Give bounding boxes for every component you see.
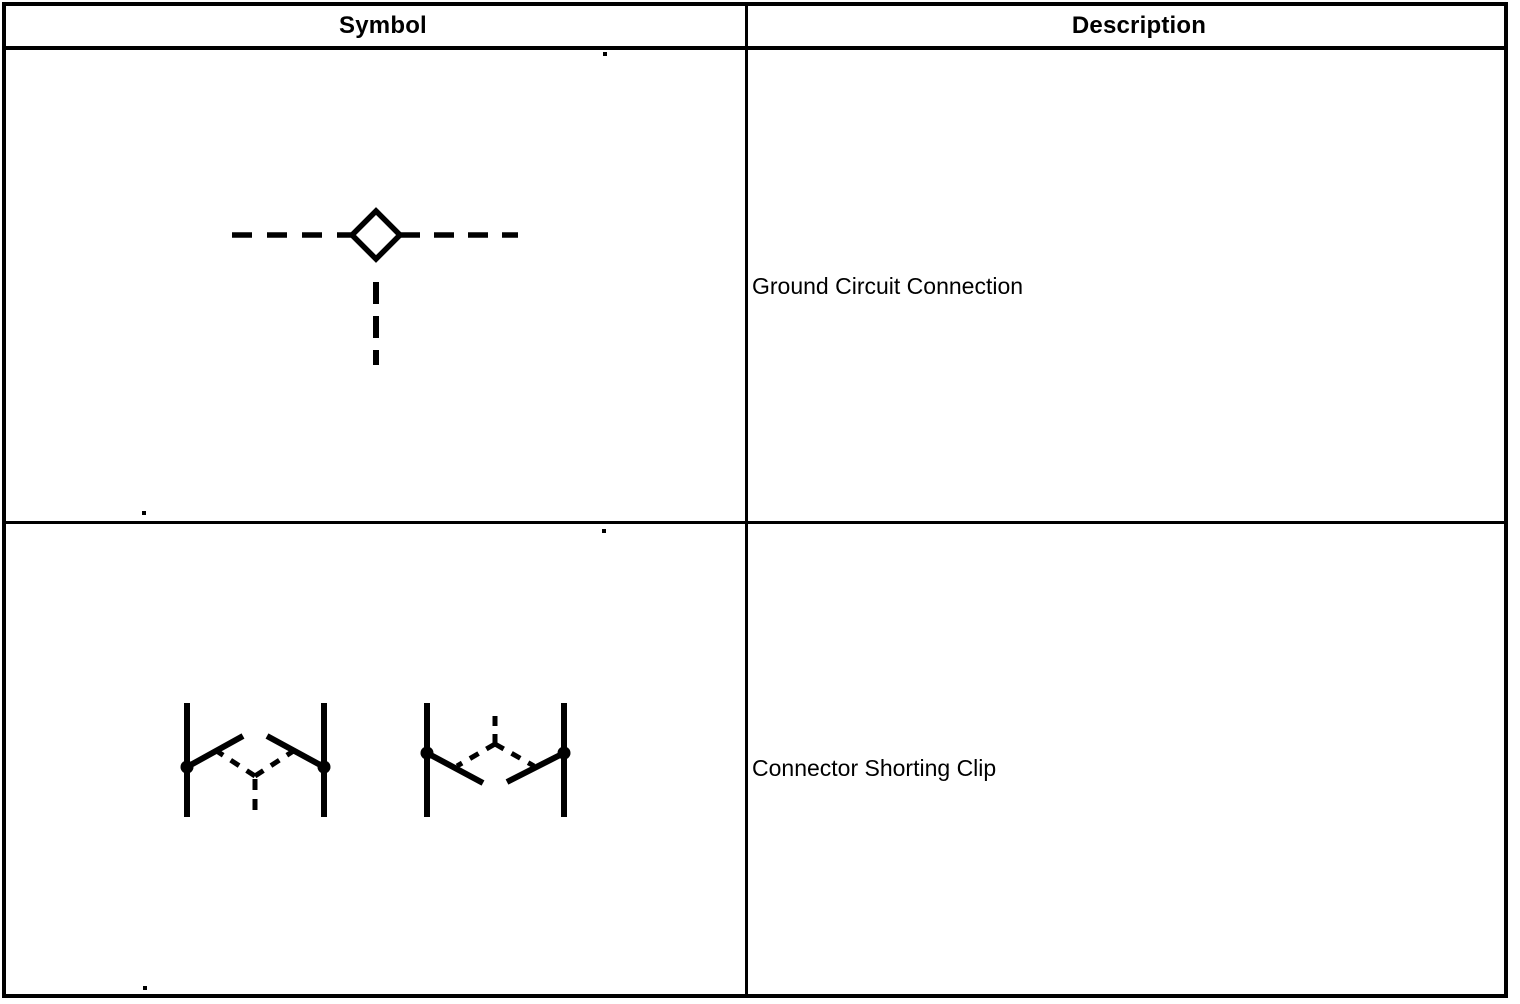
connector-shorting-clip-symbol-a	[180, 703, 331, 817]
diamond-connector-icon	[348, 207, 404, 263]
clip-arm-dashed	[210, 745, 257, 779]
clip-arm-dashed	[493, 741, 536, 769]
column-header-symbol: Symbol	[14, 6, 752, 46]
clip-arm-dashed	[253, 745, 300, 779]
scan-artifact-dot	[143, 986, 147, 990]
description-connector-shorting-clip: Connector Shorting Clip	[752, 755, 997, 781]
column-divider	[745, 2, 748, 998]
scan-artifact-dot	[602, 529, 606, 533]
column-header-symbol-label: Symbol	[339, 12, 427, 39]
column-header-description: Description	[760, 6, 1518, 46]
clip-arm-solid	[505, 750, 566, 785]
clip-arm-solid	[425, 750, 485, 786]
clip-arm-dashed	[455, 741, 497, 769]
header-bottom-border	[2, 46, 1508, 50]
ground-circuit-connection-symbol	[232, 207, 518, 365]
scan-artifact-dot	[603, 52, 607, 56]
connector-shorting-clip-symbol-b	[420, 703, 571, 817]
column-header-description-label: Description	[1071, 12, 1207, 39]
scan-artifact-dot	[142, 511, 146, 515]
description-ground-circuit-connection: Ground Circuit Connection	[752, 273, 1024, 299]
row-divider	[2, 521, 1508, 524]
